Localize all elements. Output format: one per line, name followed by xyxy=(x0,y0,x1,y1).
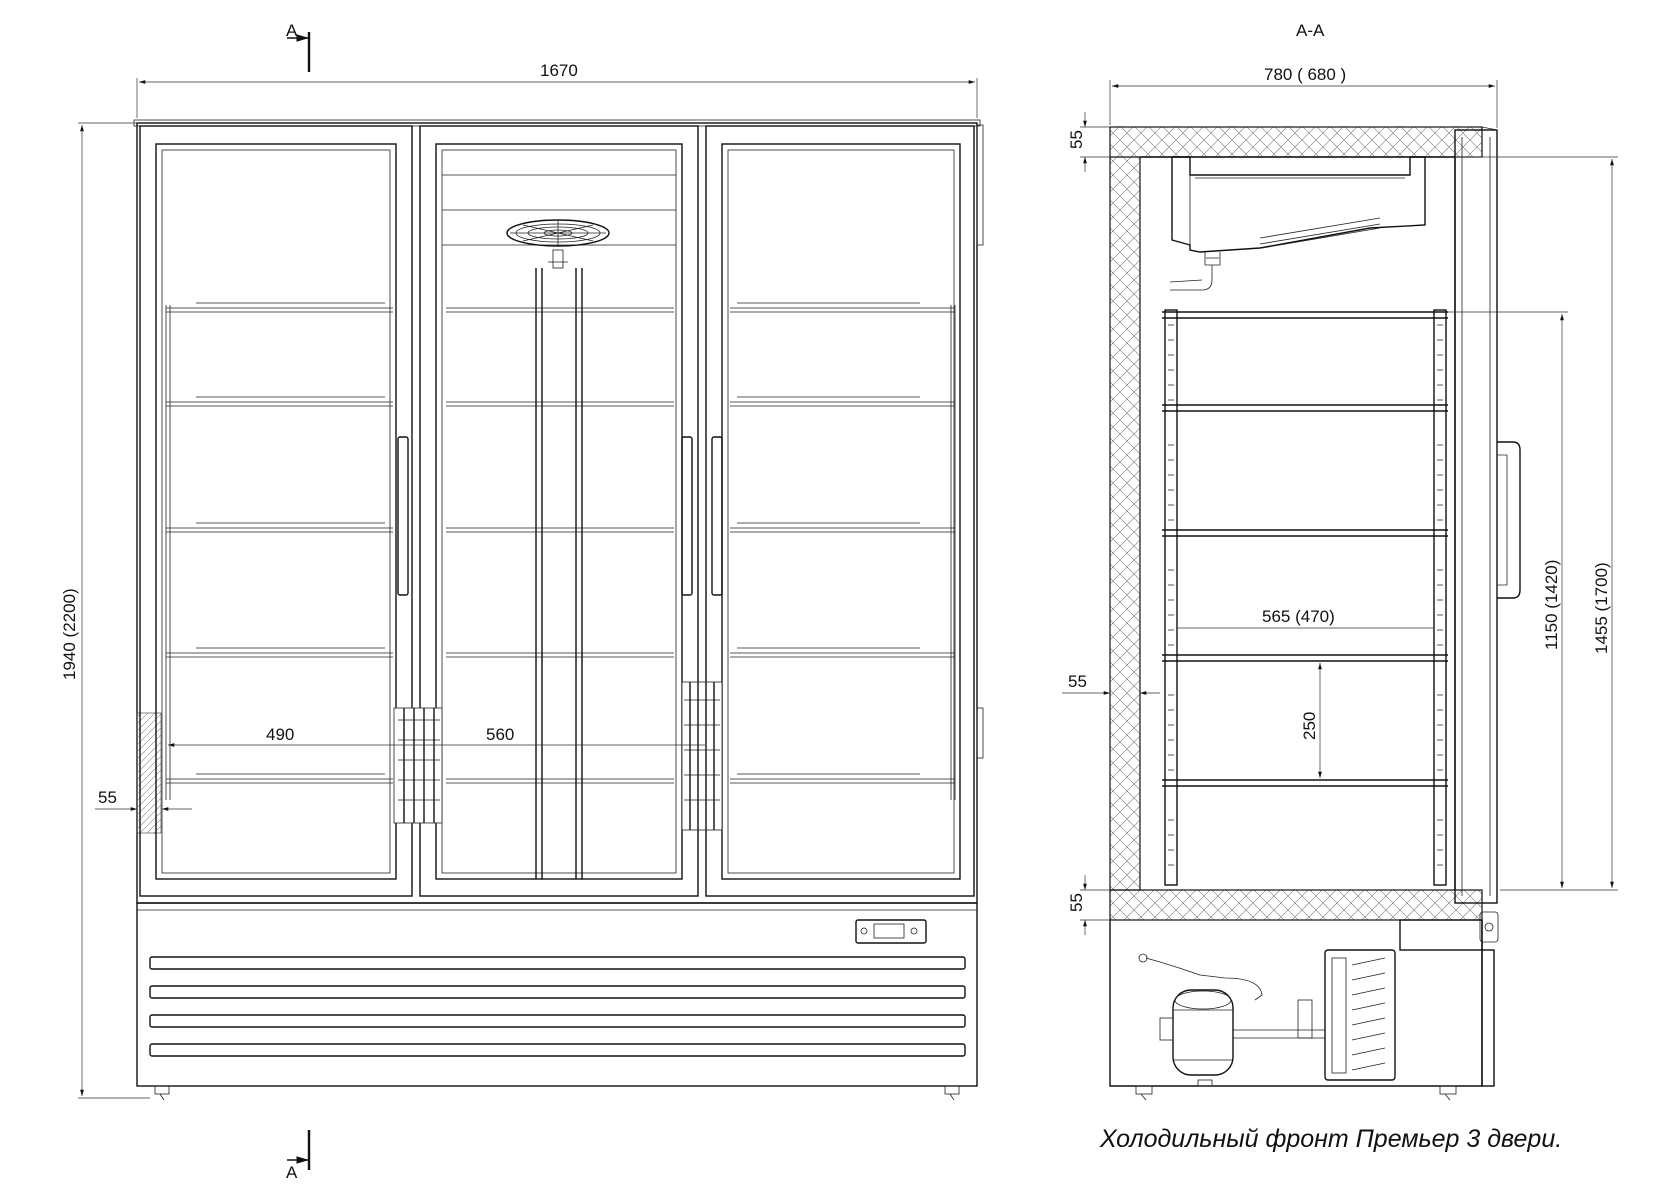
svg-text:490: 490 xyxy=(266,725,294,744)
front-view xyxy=(133,119,984,1101)
svg-text:250: 250 xyxy=(1300,712,1319,740)
condenser-icon xyxy=(1324,949,1396,1081)
dim-shelf-pitch: 250 xyxy=(1300,663,1322,778)
section-mark-top: A xyxy=(286,21,311,72)
drawing-caption: Холодильный фронт Премьер 3 двери. xyxy=(1100,1125,1563,1153)
dim-overall-width: 1670 xyxy=(136,61,978,118)
rack-detail-right xyxy=(681,681,723,831)
shelves-side xyxy=(1162,311,1448,787)
svg-text:A: A xyxy=(286,21,298,40)
fan-icon xyxy=(506,219,610,269)
door-right xyxy=(705,125,975,897)
rack-uprights xyxy=(1164,309,1447,886)
controller-display-icon xyxy=(855,919,927,944)
svg-text:1455 (1700): 1455 (1700) xyxy=(1592,562,1611,654)
svg-text:1670: 1670 xyxy=(540,61,578,80)
machine-compartment xyxy=(1109,911,1499,1087)
dim-side-insulation: 55 xyxy=(1062,672,1160,695)
door-side xyxy=(1454,126,1521,904)
svg-text:55: 55 xyxy=(98,788,117,807)
section-title: A-A xyxy=(1296,21,1325,40)
door-left xyxy=(139,125,413,897)
svg-text:A: A xyxy=(286,1163,298,1182)
side-view xyxy=(1109,126,1521,1101)
dim-bottom-insulation: 55 xyxy=(1067,875,1110,935)
compressor-icon xyxy=(1138,953,1325,1076)
svg-text:565 (470): 565 (470) xyxy=(1262,607,1335,626)
vent-grille xyxy=(149,956,966,1057)
dim-inner-height-b: 1455 (1700) xyxy=(1455,156,1618,891)
dim-depth: 780 ( 680 ) xyxy=(1109,65,1498,128)
svg-text:560: 560 xyxy=(486,725,514,744)
rack-detail-left xyxy=(393,707,443,824)
svg-text:55: 55 xyxy=(1068,672,1087,691)
svg-text:780 ( 680 ): 780 ( 680 ) xyxy=(1264,65,1346,84)
dim-inner-height-a: 1150 (1420) xyxy=(1448,311,1568,891)
svg-text:55: 55 xyxy=(1067,893,1086,912)
evaporator xyxy=(1169,156,1426,291)
section-mark-bottom: A xyxy=(286,1130,311,1182)
dim-shelf-depth: 565 (470) xyxy=(1177,607,1434,629)
svg-text:55: 55 xyxy=(1067,130,1086,149)
dim-top-insulation: 55 xyxy=(1067,112,1140,172)
door-middle xyxy=(419,125,699,897)
svg-text:1150 (1420): 1150 (1420) xyxy=(1542,560,1561,650)
dim-door-width: 490 560 xyxy=(168,725,705,747)
dim-wall-left: 55 xyxy=(95,788,192,811)
svg-text:1940 (2200): 1940 (2200) xyxy=(60,588,79,680)
dim-overall-height: 1940 (2200) xyxy=(60,122,150,1099)
